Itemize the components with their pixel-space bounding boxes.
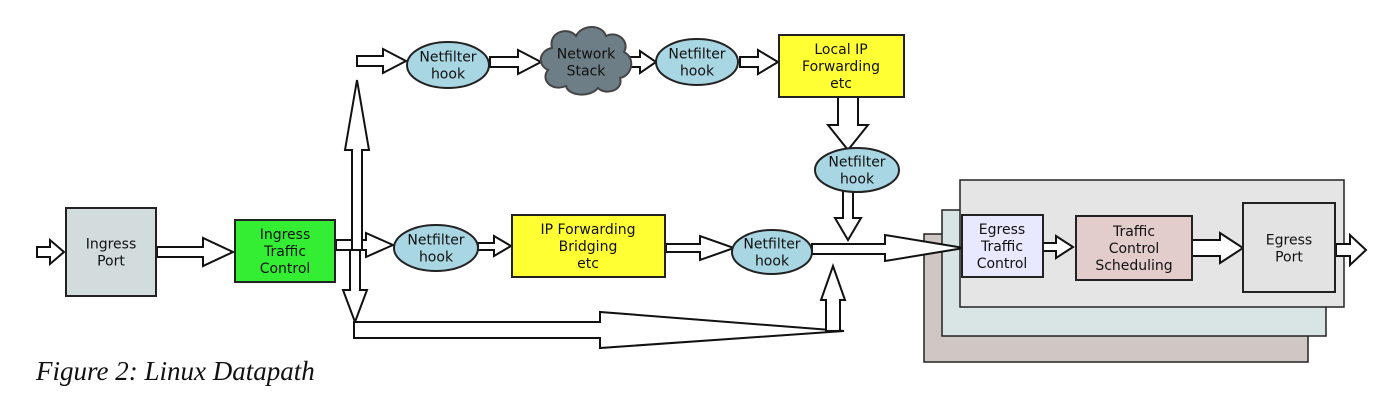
- network-stack-cloud: [539, 26, 633, 96]
- arrow-egress-tc-to-scheduling: [1042, 234, 1075, 260]
- netfilter-hook-right-mid: [814, 147, 900, 193]
- arrow-netfilter-down-to-egress: [833, 190, 863, 242]
- label-line: Egress: [979, 222, 1025, 238]
- netfilter-hook-bottom-right: [731, 229, 813, 275]
- arrow-bypass: [353, 310, 845, 350]
- label-line: Netfilter: [419, 50, 476, 66]
- label-line: Egress: [1266, 233, 1312, 249]
- arrow-netfilter-to-ip-forwarding: [477, 234, 513, 258]
- label-line: Ingress: [86, 237, 137, 253]
- egress-port-box: [1242, 202, 1336, 293]
- label-line: hook: [840, 172, 875, 188]
- arrow-to-egress: [811, 233, 965, 263]
- label-line: Netfilter: [828, 155, 885, 171]
- label-line: Port: [97, 254, 125, 270]
- label-line: hook: [680, 64, 715, 80]
- arrow-local-ip-to-netfilter: [825, 96, 871, 152]
- label-line: hook: [755, 254, 790, 270]
- egress-tc-box: [961, 214, 1044, 278]
- label-line: Bridging: [559, 239, 618, 255]
- netfilter-hook-bottom-left: [393, 224, 479, 272]
- label-line: Traffic: [980, 239, 1023, 255]
- label-line: etc: [830, 76, 852, 92]
- label-line: Port: [1275, 250, 1303, 266]
- label-line: Control: [260, 261, 311, 277]
- label-line: hook: [431, 67, 466, 83]
- arrow-up-to-local-branch: [343, 79, 371, 251]
- netfilter-hook-top-left: [406, 41, 490, 89]
- label-line: Traffic: [1112, 224, 1155, 240]
- arrow-port-to-ingress-tc: [156, 236, 236, 268]
- label-line: Stack: [567, 64, 607, 80]
- arrow-stack-to-netfilter: [627, 49, 658, 75]
- label-line: Netfilter: [743, 237, 800, 253]
- local-ip-forwarding-box: [778, 34, 905, 98]
- label-line: etc: [577, 256, 599, 272]
- arrow-ingress-tc-to-netfilter: [335, 231, 396, 259]
- ip-forwarding-box: [511, 214, 666, 278]
- arrow-scheduling-to-egress-port: [1191, 231, 1245, 265]
- arrow-out-egress-port: [1335, 232, 1368, 268]
- label-line: Forwarding: [802, 59, 880, 75]
- label-line: hook: [419, 250, 454, 266]
- arrow-bypass-up: [819, 262, 847, 332]
- label-line: Network: [557, 47, 616, 63]
- ingress-tc-box: [234, 219, 336, 283]
- arrow-ip-forwarding-to-netfilter: [665, 234, 738, 262]
- label-line: Ingress: [260, 227, 311, 243]
- arrow-to-netfilter-top: [356, 47, 409, 75]
- tc-scheduling-box: [1075, 215, 1193, 281]
- netfilter-hook-top-right: [655, 38, 739, 86]
- label-line: IP Forwarding: [541, 222, 636, 238]
- ingress-port-box: [65, 207, 157, 297]
- label-line: Control: [1109, 241, 1160, 257]
- label-line: Traffic: [263, 244, 306, 260]
- label-line: Local IP: [814, 42, 867, 58]
- figure-caption: Figure 2: Linux Datapath: [36, 356, 315, 386]
- arrow-netfilter-to-stack: [489, 48, 544, 76]
- label-line: Netfilter: [407, 233, 464, 249]
- arrow-netfilter-to-local-ip: [739, 48, 780, 76]
- label-line: Scheduling: [1095, 258, 1172, 274]
- label-line: Netfilter: [668, 47, 725, 63]
- arrow-down-to-bypass: [341, 249, 369, 325]
- arrow-in-ingress-port: [36, 237, 66, 267]
- label-line: Control: [977, 256, 1028, 272]
